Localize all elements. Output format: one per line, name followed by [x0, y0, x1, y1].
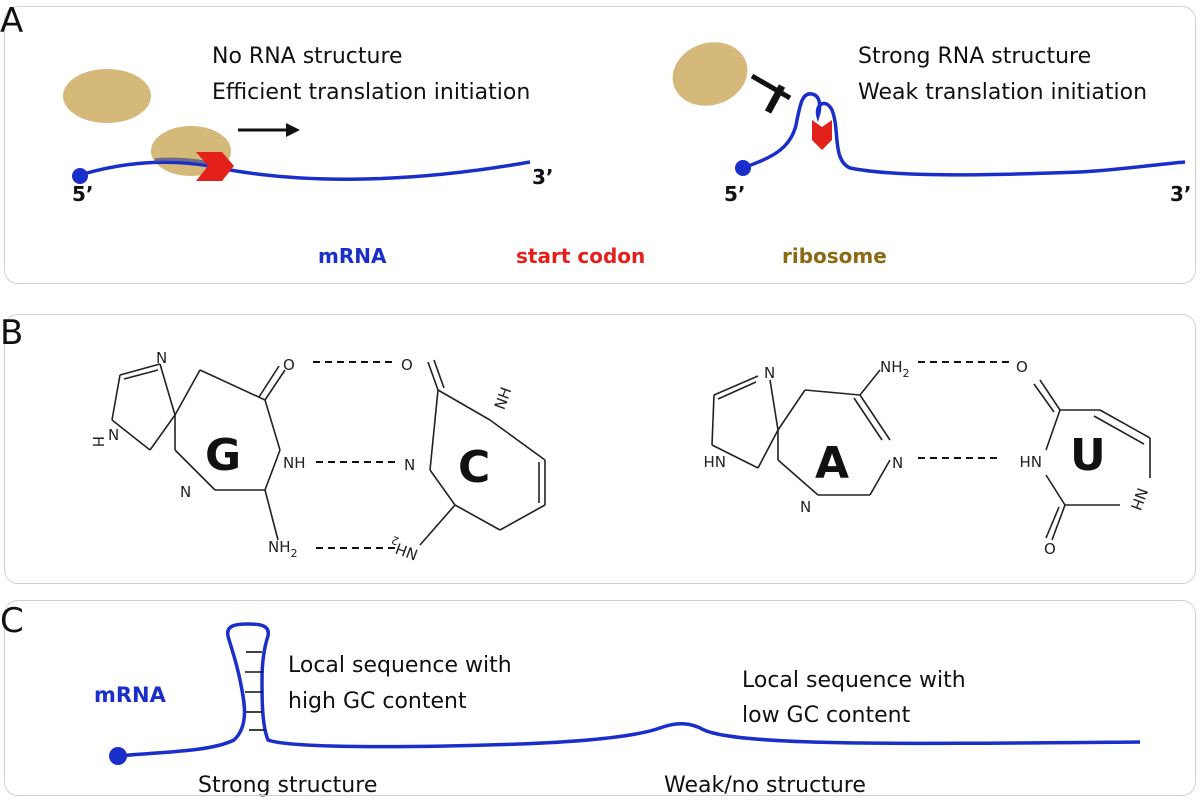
panel-b-label: B	[0, 313, 24, 353]
a-atom-nh2: NH2	[880, 358, 910, 380]
cytosine-structure	[419, 359, 546, 546]
mrna-strand-c	[117, 622, 1141, 758]
high-gc-line1: Local sequence with	[288, 653, 512, 678]
high-gc-line2: high GC content	[288, 689, 467, 714]
g-atom-h9: H	[89, 436, 107, 447]
a-atom-n9: NH	[704, 452, 727, 470]
panel-c	[4, 600, 1196, 796]
low-gc-line2: low GC content	[742, 703, 911, 728]
c-atom-n3: N	[404, 456, 415, 474]
a-atom-n1: N	[892, 454, 903, 472]
five-prime-label-left: 5’	[72, 182, 94, 206]
direction-arrow-head	[286, 123, 300, 137]
three-prime-label-left: 3’	[532, 165, 554, 189]
mrna-label-c: mRNA	[94, 683, 167, 707]
mrna-5prime-cap-c	[109, 747, 127, 765]
panel-c-label: C	[0, 601, 24, 641]
low-gc-line1: Local sequence with	[742, 668, 966, 693]
mrna-5prime-cap-right	[735, 160, 751, 176]
five-prime-label-right: 5’	[724, 182, 746, 206]
caption-strong-structure: Strong RNA structure	[858, 44, 1091, 69]
legend-mrna: mRNA	[318, 244, 387, 268]
cytosine-letter: C	[458, 442, 490, 493]
adenine-structure	[711, 369, 891, 496]
panel-b	[4, 314, 1196, 584]
mrna-5prime-cap-left	[72, 168, 88, 184]
inhibition-bar-cap	[764, 84, 786, 114]
caption-weak-initiation: Weak translation initiation	[858, 80, 1147, 105]
start-codon-right	[812, 120, 832, 150]
free-ribosome-left	[63, 69, 151, 123]
u-atom-nh3: NH	[1020, 452, 1043, 470]
caption-efficient-initiation: Efficient translation initiation	[212, 80, 530, 105]
three-prime-label-right: 3’	[1170, 182, 1192, 206]
a-atom-n7: N	[764, 364, 775, 382]
caption-no-structure: No RNA structure	[212, 44, 403, 69]
au-hydrogen-bonds	[918, 361, 1010, 459]
adenine-letter: A	[815, 438, 849, 489]
c-atom-o2: O	[401, 356, 413, 374]
strong-structure-label: Strong structure	[198, 773, 377, 798]
blocked-ribosome-right	[672, 42, 748, 106]
g-atom-n9: N	[108, 426, 119, 444]
gc-hydrogen-bonds	[313, 361, 398, 549]
weak-structure-label: Weak/no structure	[664, 773, 866, 798]
u-atom-o4: O	[1016, 358, 1028, 376]
mrna-strand-right	[742, 92, 1186, 177]
g-atom-o6: O	[283, 356, 295, 374]
guanine-structure	[111, 363, 286, 541]
a-atom-n3: N	[800, 498, 811, 516]
guanine-letter: G	[205, 430, 241, 481]
stem-loop-base-pairs	[245, 651, 265, 731]
legend-start-codon: start codon	[516, 244, 645, 268]
legend-ribosome: ribosome	[782, 244, 887, 268]
g-atom-n3: N	[180, 483, 191, 501]
g-atom-nh2: NH2	[268, 538, 298, 560]
uracil-letter: U	[1070, 430, 1106, 481]
mrna-strand-left	[79, 160, 531, 181]
start-codon-left	[196, 152, 234, 181]
panel-a-label: A	[0, 1, 24, 41]
uracil-structure	[1033, 379, 1151, 541]
u-atom-o2: O	[1044, 540, 1056, 558]
g-atom-n7: N	[156, 349, 167, 367]
inhibition-bar-shaft	[750, 73, 792, 101]
g-atom-nh1: NH	[283, 454, 306, 472]
